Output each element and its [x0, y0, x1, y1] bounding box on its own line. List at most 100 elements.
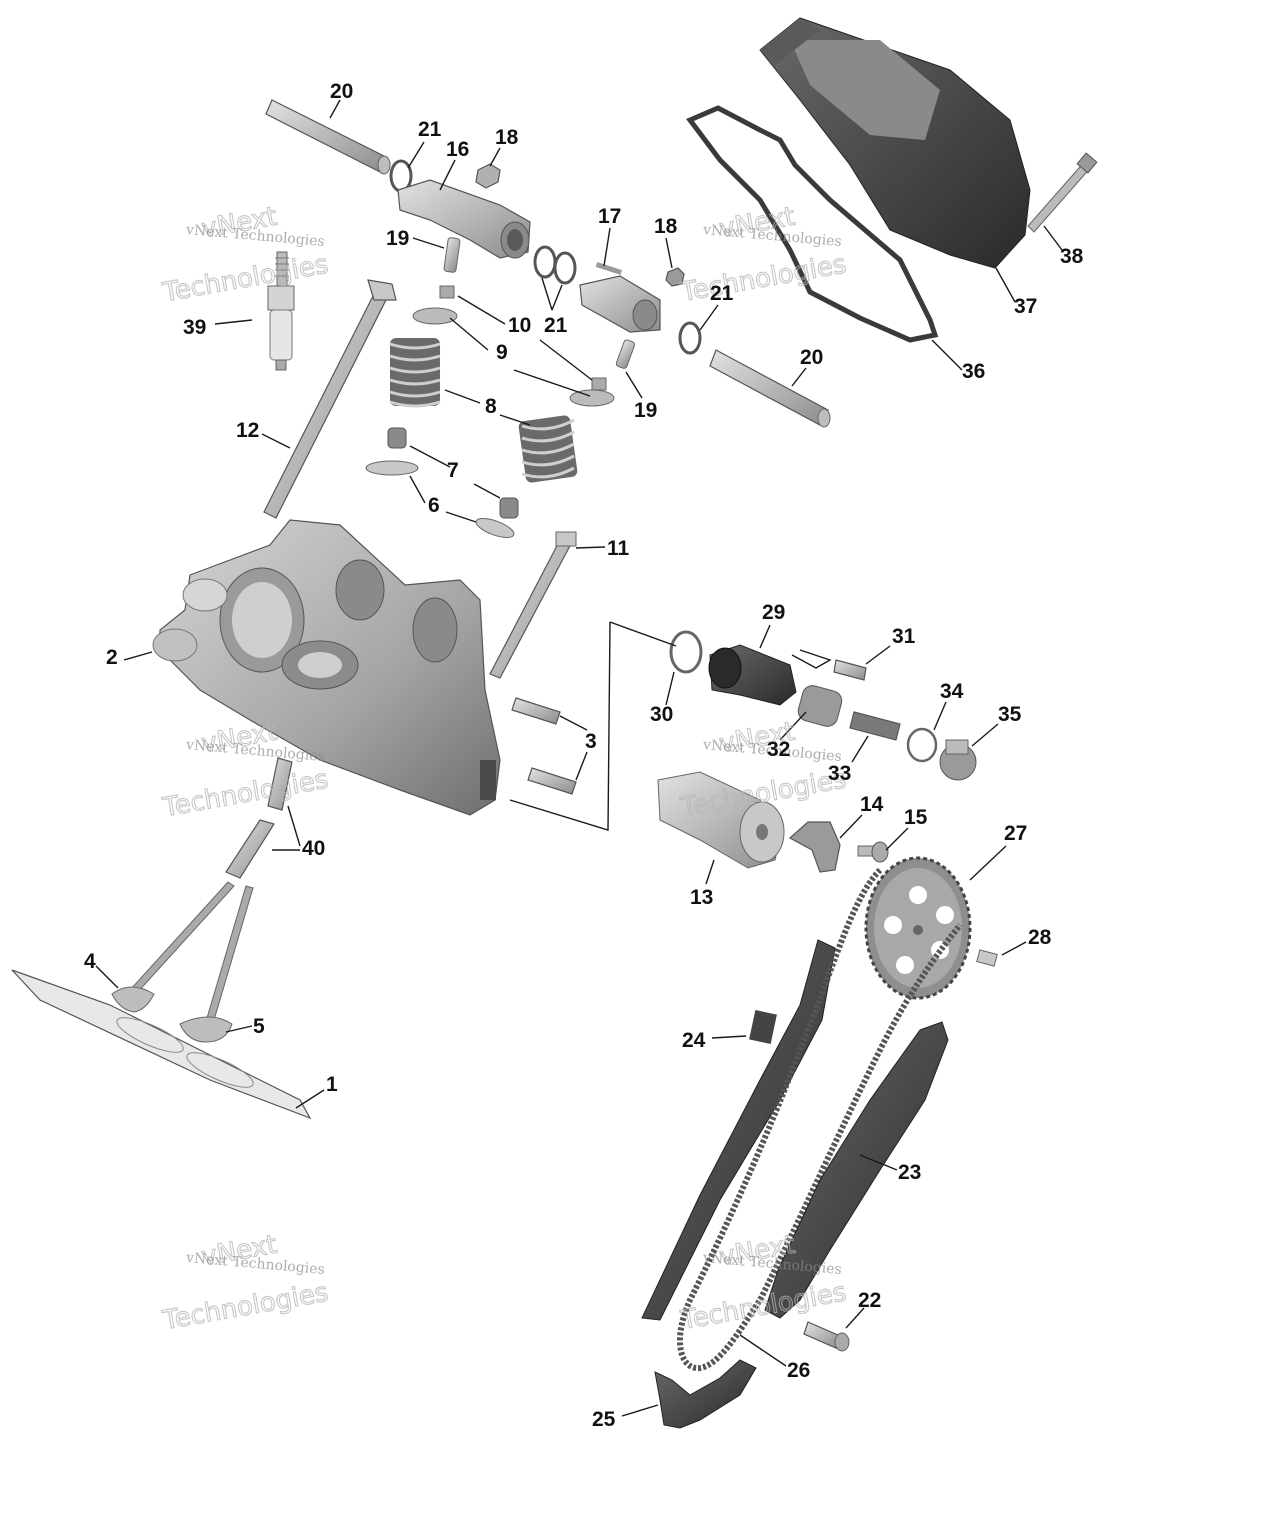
part-chain-guide-fixed [641, 939, 836, 1321]
part-cam-retainer-plate [788, 821, 841, 873]
part-valve-cover-gasket [686, 105, 939, 343]
callout-label: 21 [710, 282, 734, 305]
part-valve-spring-left [389, 338, 441, 408]
part-cylinder-head [152, 519, 501, 816]
part-valve-spring-right [518, 415, 578, 483]
part-camshaft [657, 771, 785, 869]
part-o-ring-right [678, 321, 702, 355]
callout-label: 20 [800, 346, 823, 369]
part-head-bolt-short [489, 531, 577, 679]
callout-label: 14 [860, 793, 884, 816]
callout-label: 31 [892, 625, 916, 648]
part-shaft-upper [265, 99, 391, 175]
part-cam-sprocket [864, 856, 972, 1000]
callout-label: 3 [585, 730, 597, 753]
part-sprocket-bolt [976, 949, 998, 967]
callout-label: 19 [634, 399, 657, 422]
part-nut-right [665, 267, 685, 287]
part-valve-seal-left [387, 427, 407, 449]
leader-lines [95, 99, 1063, 1417]
part-tensioner-housing [708, 644, 797, 706]
part-head-bolt-long [263, 279, 397, 519]
part-head-gasket [11, 969, 312, 1120]
callout-label: 16 [446, 138, 469, 161]
part-tensioner-bolt [833, 659, 867, 681]
callout-label: 40 [302, 837, 325, 860]
callout-label: 8 [485, 395, 497, 418]
callout-label: 4 [84, 950, 96, 973]
callout-label: 39 [183, 316, 206, 339]
callout-label: 1 [326, 1073, 338, 1096]
part-timing-chain [676, 867, 963, 1372]
callout-label: 32 [767, 738, 790, 761]
part-lower-chain-guide [654, 1359, 757, 1429]
part-adjust-screw-left [443, 237, 461, 273]
part-plug-o-ring [906, 727, 938, 763]
callout-label: 21 [544, 314, 568, 337]
callout-label: 12 [236, 419, 259, 442]
part-retainer-bolt [857, 841, 889, 863]
callout-label: 35 [998, 703, 1022, 726]
part-retainer-right [569, 389, 615, 407]
callout-label: 21 [418, 118, 442, 141]
watermark-tech: Technologies [160, 250, 331, 309]
callout-labels: 20 21 16 18 19 17 18 21 21 10 9 8 7 6 39… [84, 80, 1084, 1431]
callout-label: 38 [1060, 245, 1084, 268]
callout-label: 22 [858, 1289, 881, 1312]
callout-label: 10 [508, 314, 531, 337]
part-shaft-lower [709, 349, 831, 428]
callout-label: 6 [428, 494, 440, 517]
part-guide-pivot-bolt [803, 1321, 850, 1352]
callout-label: 33 [828, 762, 851, 785]
callout-label: 36 [962, 360, 985, 383]
part-exhaust-valve [179, 885, 254, 1043]
callout-label: 25 [592, 1408, 616, 1431]
watermark-tech: Technologies [160, 765, 331, 824]
part-spring-seat-left [365, 460, 419, 476]
callout-label: 17 [598, 205, 621, 228]
part-valve-keeper-right [591, 377, 607, 391]
callout-label: 18 [654, 215, 678, 238]
part-dowel-pin-a [511, 697, 561, 725]
part-valve-keeper-left [439, 285, 455, 299]
callout-label: 26 [787, 1359, 810, 1382]
callout-label: 2 [106, 646, 118, 669]
callout-label: 27 [1004, 822, 1027, 845]
part-valve-guide-a [267, 757, 293, 811]
callout-label: 20 [330, 80, 353, 103]
callout-label: 28 [1028, 926, 1052, 949]
callout-label: 9 [496, 341, 508, 364]
part-cover-bolt [1027, 152, 1098, 233]
callout-label: 30 [650, 703, 673, 726]
callout-label: 34 [940, 680, 964, 703]
part-retainer-left [412, 307, 458, 325]
part-valve-guide-b [225, 819, 275, 879]
part-valve-seal-right [499, 497, 519, 519]
part-o-ring-mid-a [533, 245, 557, 279]
callout-label: 18 [495, 126, 519, 149]
part-intake-valve [111, 881, 235, 1013]
callout-label: 11 [607, 537, 630, 560]
part-spark-plug [267, 251, 295, 371]
part-spring-seat-right [475, 518, 515, 538]
part-adjust-screw-right [615, 339, 636, 369]
part-valve-cover [759, 17, 1031, 269]
part-tensioner-plug [939, 739, 977, 781]
part-rocker-arm-right [579, 262, 661, 333]
parts-layer [11, 17, 1098, 1429]
callout-label: 15 [904, 806, 928, 829]
part-nut-left [475, 163, 501, 189]
callout-label: 5 [253, 1015, 265, 1038]
callout-label: 23 [898, 1161, 921, 1184]
watermark-tech: Technologies [160, 1278, 331, 1337]
callout-label: 29 [762, 601, 785, 624]
callout-label: 37 [1014, 295, 1037, 318]
callout-label: 19 [386, 227, 409, 250]
callout-label: 7 [447, 459, 459, 482]
part-chain-tensioner-guide [764, 1021, 949, 1319]
part-tensioner-o-ring [669, 630, 703, 674]
part-rocker-arm-left [397, 179, 531, 259]
callout-label: 24 [682, 1029, 706, 1052]
watermark-tech: Technologies [678, 1277, 849, 1336]
